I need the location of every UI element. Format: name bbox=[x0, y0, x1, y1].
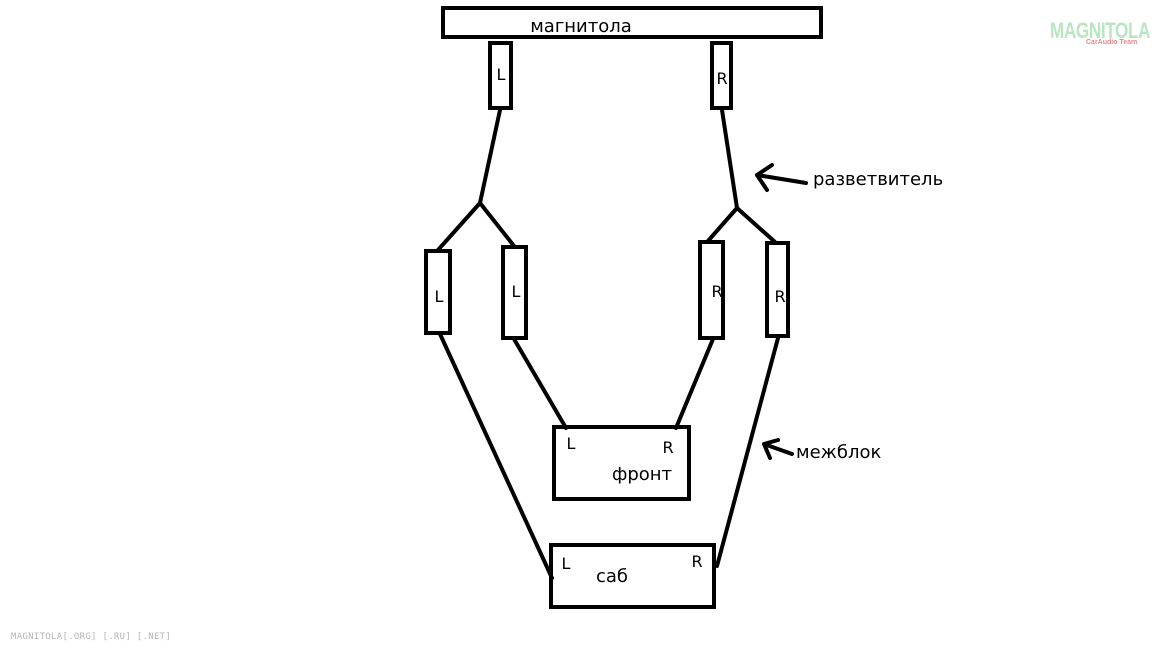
cable-arrow bbox=[762, 438, 794, 460]
split-left-b-label: L bbox=[512, 282, 521, 301]
magnitola-logo: MAGNITOLA CarAudio Team bbox=[1050, 18, 1150, 50]
logo-subtext: CarAudio Team bbox=[1086, 39, 1138, 46]
left-splitter-wires bbox=[436, 108, 516, 252]
footer-watermark: MAGNITOLA[.ORG] [.RU] [.NET] bbox=[11, 632, 172, 642]
split-right-b-label: R bbox=[774, 287, 785, 306]
front-amp-label: фронт bbox=[612, 464, 672, 485]
split-right-b-plug bbox=[765, 241, 790, 338]
head-unit-box bbox=[441, 6, 823, 39]
splitter-annotation: разветвитель bbox=[813, 169, 943, 190]
split-left-a-plug bbox=[424, 249, 452, 335]
right-splitter-wires bbox=[706, 108, 777, 244]
front-in-right-label: R bbox=[662, 438, 673, 457]
sub-in-right-label: R bbox=[691, 552, 702, 571]
front-amp-box bbox=[552, 425, 691, 501]
head-out-right-plug bbox=[710, 41, 733, 110]
sub-in-left-label: L bbox=[562, 554, 571, 573]
cable-annotation: межблок bbox=[796, 442, 881, 463]
split-left-a-label: L bbox=[435, 287, 444, 306]
head-out-left-label: L bbox=[497, 65, 506, 84]
splitter-arrow bbox=[755, 163, 808, 192]
head-out-right-label: R bbox=[716, 69, 727, 88]
split-right-a-label: R bbox=[711, 282, 722, 301]
head-unit-label: магнитола bbox=[530, 16, 632, 37]
front-in-left-label: L bbox=[567, 434, 576, 453]
sub-amp-label: саб bbox=[596, 566, 628, 587]
sub-amp-box bbox=[549, 543, 716, 609]
head-out-left-plug bbox=[488, 41, 513, 110]
interconnect-cables bbox=[438, 332, 780, 580]
logo-text: MAGNITOLA bbox=[1050, 18, 1151, 43]
